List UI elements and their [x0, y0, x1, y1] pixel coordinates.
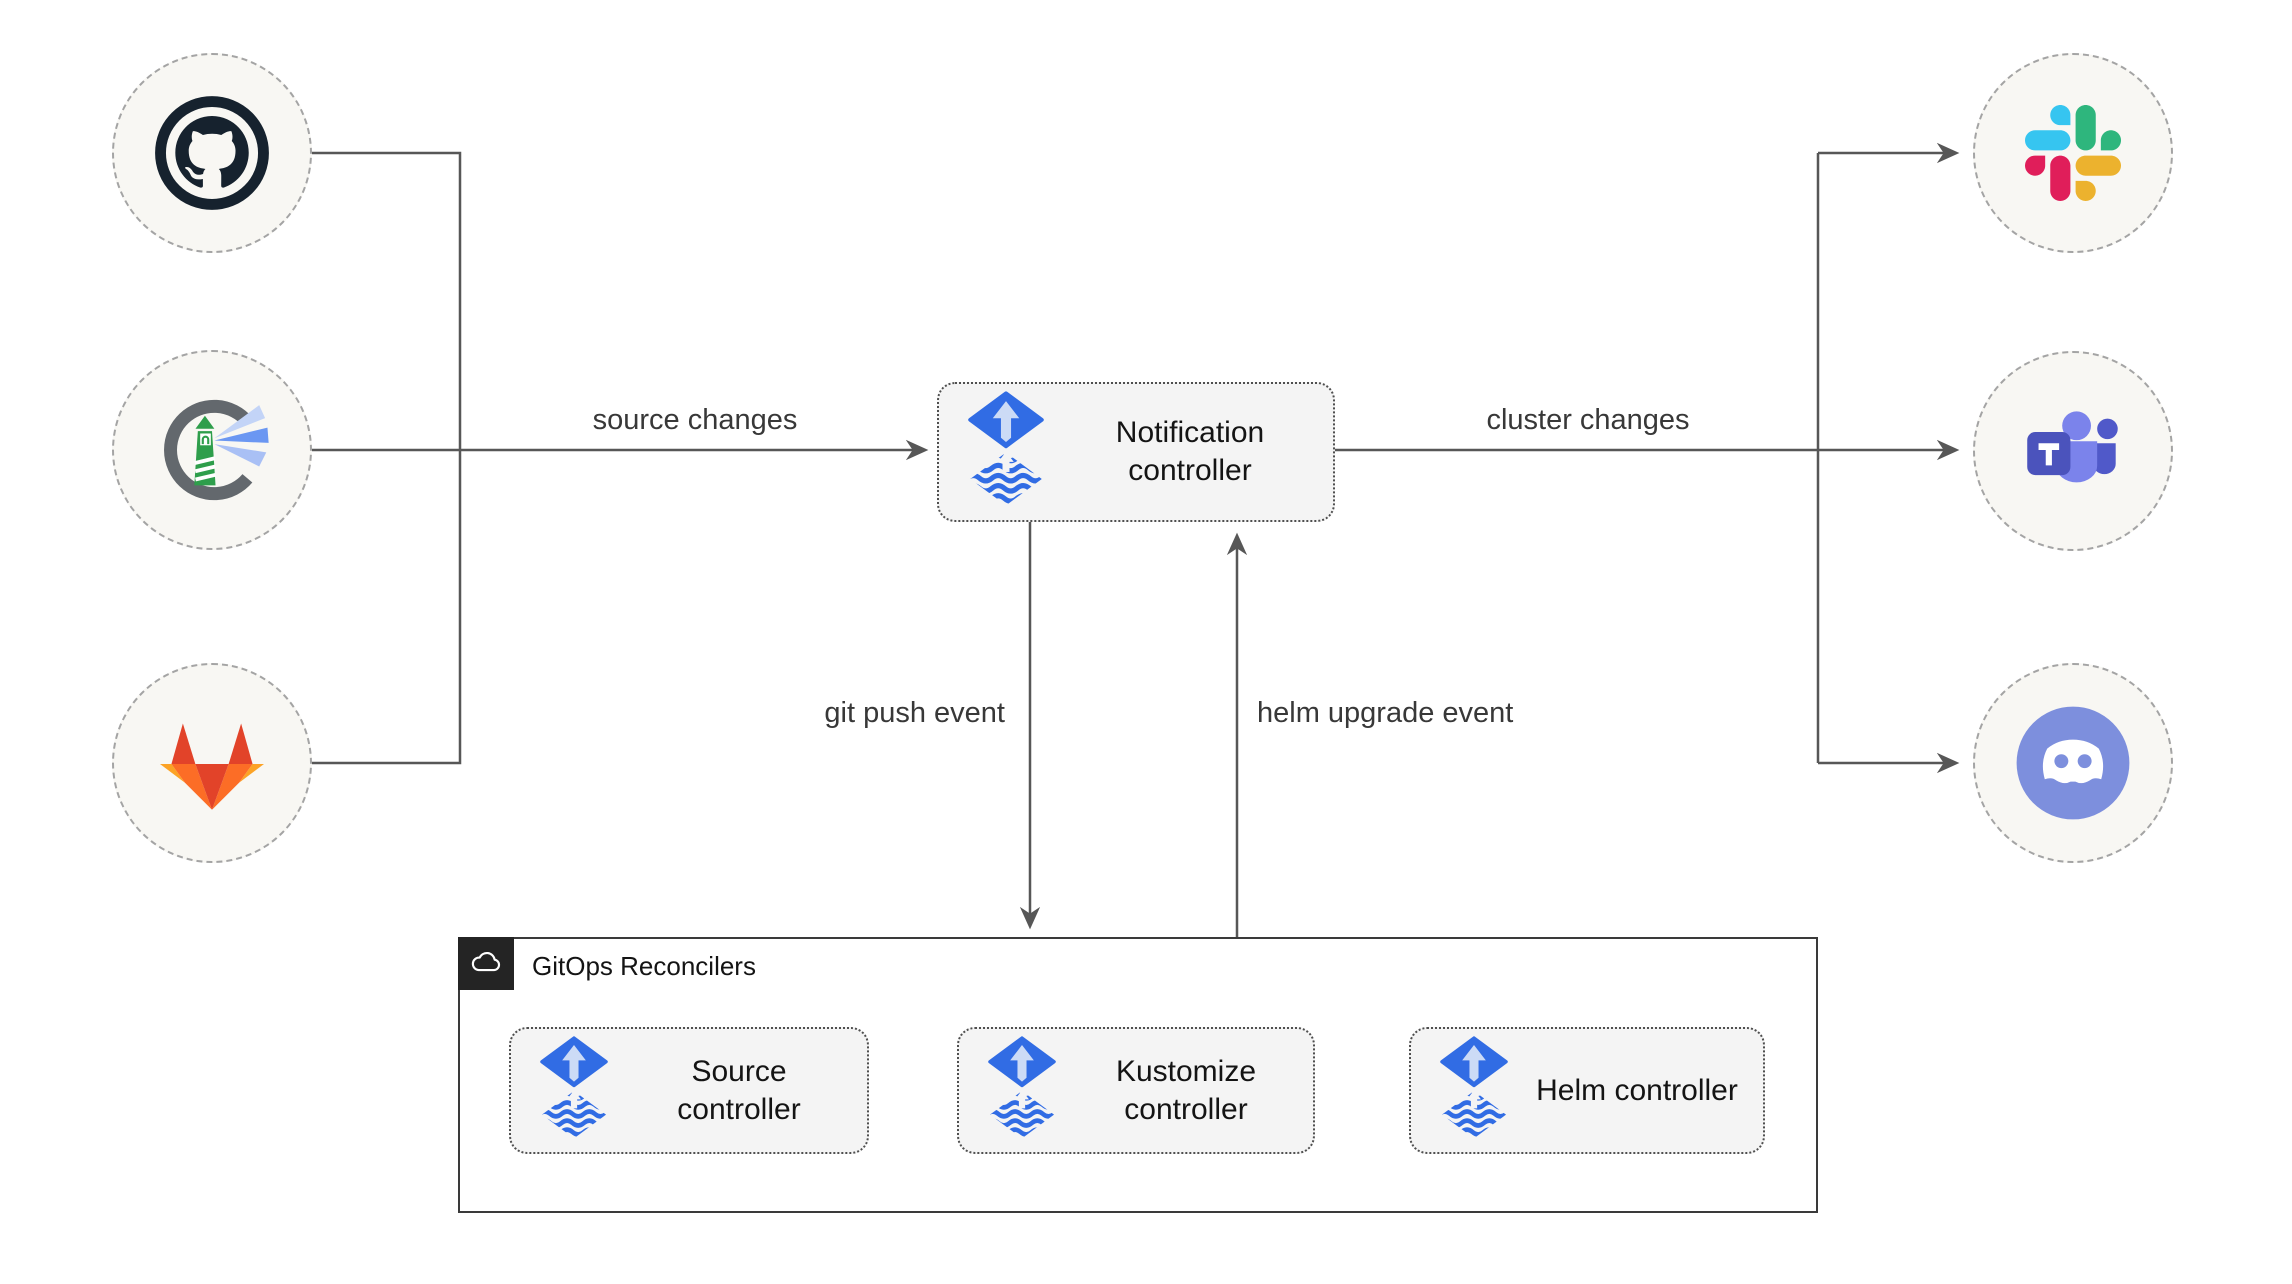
edge-label-cluster-changes: cluster changes [1486, 404, 1690, 436]
node-discord [1973, 663, 2173, 863]
github-icon [155, 96, 269, 210]
slack-icon [2025, 105, 2121, 201]
microsoft-teams-icon [2027, 410, 2118, 482]
notification-controller-box: Notification controller [937, 382, 1335, 522]
flux-icon [539, 1036, 609, 1146]
node-microsoft-teams [1973, 351, 2173, 551]
source-controller-label: Source controller [677, 1054, 801, 1126]
edge-label-source-changes: source changes [592, 404, 798, 436]
edge-github-join [312, 151, 462, 765]
gitlab-icon [160, 722, 264, 810]
cloud-icon [471, 951, 500, 972]
node-gitlab [112, 663, 312, 863]
harbor-icon [164, 399, 269, 501]
gitops-reconcilers-group: GitOps Reconcilers Source controller Kus… [457, 936, 1818, 1213]
notification-controller-label: Notification controller [1115, 416, 1265, 487]
source-controller-box: Source controller [509, 1027, 869, 1154]
node-slack [1973, 53, 2173, 253]
gitops-reconcilers-title: GitOps Reconcilers [532, 951, 756, 981]
node-harbor [112, 350, 312, 550]
flux-icon [1439, 1036, 1509, 1146]
kustomize-controller-label: Kustomize controller [1115, 1054, 1257, 1126]
helm-controller-label: Helm controller [1536, 1073, 1738, 1107]
kustomize-controller-box: Kustomize controller [957, 1027, 1315, 1154]
flux-icon [987, 1036, 1057, 1146]
helm-controller-box: Helm controller [1409, 1027, 1765, 1154]
discord-icon [2016, 706, 2130, 820]
flux-icon [967, 391, 1045, 514]
cloud-badge [457, 936, 514, 990]
edge-label-git-push-event: git push event [824, 697, 1005, 729]
edge-label-helm-upgrade-event: helm upgrade event [1257, 697, 1514, 729]
node-github [112, 53, 312, 253]
